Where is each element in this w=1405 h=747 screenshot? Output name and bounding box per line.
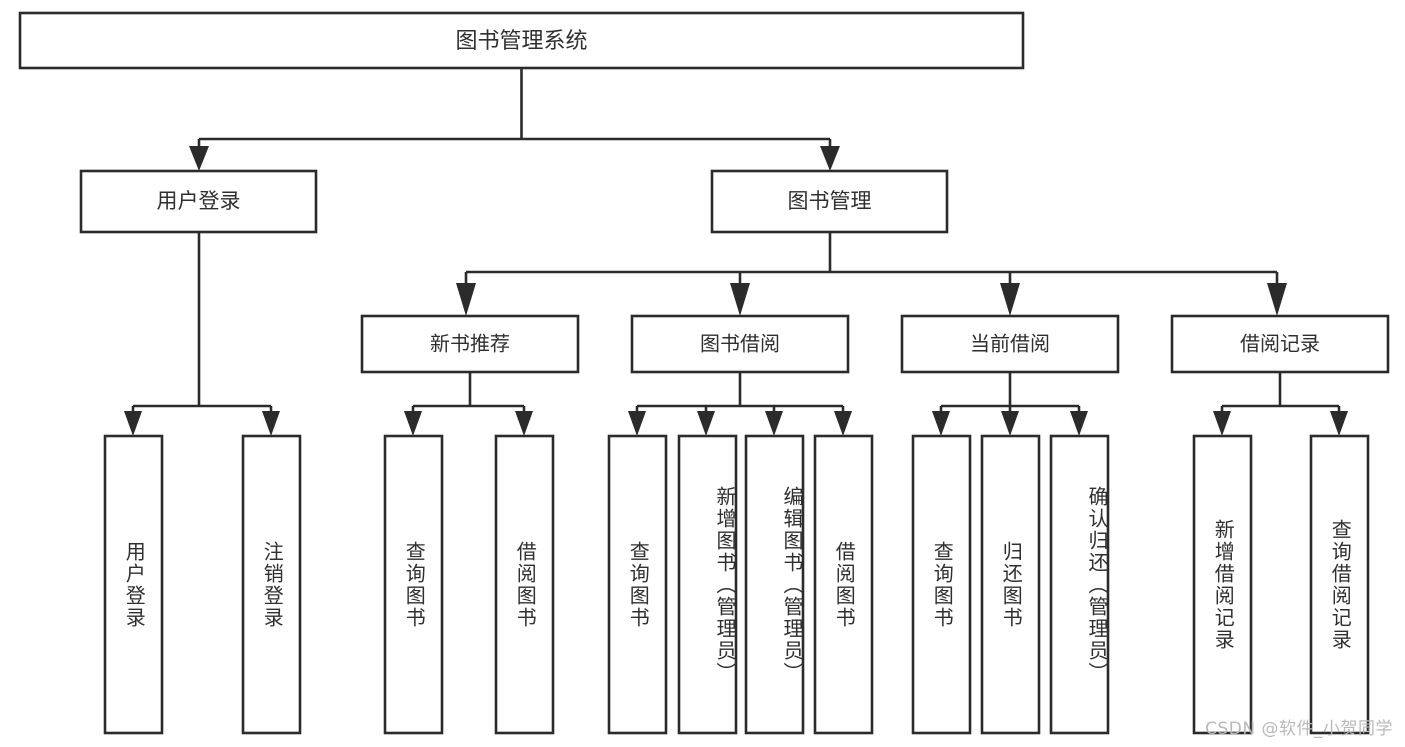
arrow-head-leaf-edit-book — [765, 411, 783, 436]
node-box-leaf-return-book[interactable] — [980, 434, 1041, 735]
node-label-root: 图书管理系统 — [455, 29, 587, 54]
arrow-head-borrow-record — [1267, 283, 1287, 316]
node-box-current-borrow[interactable] — [900, 314, 1120, 374]
arrow-head-user-login — [189, 146, 209, 171]
connector-borrow-record-to-leaves — [1213, 372, 1348, 436]
arrow-head-book-management — [820, 146, 840, 171]
node-box-book-management[interactable] — [710, 169, 949, 234]
connector-book-management-to-level3 — [456, 232, 1287, 316]
node-label-book-borrow: 图书借阅 — [700, 332, 780, 356]
node-label-book-management: 图书管理 — [788, 189, 872, 213]
connector-current-borrow-to-leaves — [932, 372, 1088, 436]
arrow-head-leaf-user-login — [124, 411, 142, 436]
node-box-root[interactable] — [18, 11, 1025, 70]
node-box-leaf-edit-book[interactable] — [744, 434, 805, 735]
arrow-head-leaf-borrow-book-1 — [515, 411, 533, 436]
arrow-head-current-borrow — [1000, 283, 1020, 316]
arrow-head-book-borrow — [730, 283, 750, 316]
connector-book-borrow-to-leaves — [628, 372, 852, 436]
node-box-leaf-confirm-return[interactable] — [1049, 434, 1110, 735]
arrow-head-leaf-query-book-2 — [628, 411, 646, 436]
connector-user-login-to-leaves — [124, 232, 280, 436]
arrow-head-leaf-confirm-return — [1070, 411, 1088, 436]
arrow-head-leaf-return-book — [1001, 411, 1019, 436]
node-box-leaf-user-login[interactable] — [103, 434, 164, 735]
node-box-borrow-record[interactable] — [1170, 314, 1390, 374]
node-box-leaf-add-book[interactable] — [677, 434, 738, 735]
node-label-user-login: 用户登录 — [157, 189, 241, 213]
node-box-new-book-recommend[interactable] — [360, 314, 580, 374]
arrow-head-leaf-add-book — [697, 411, 715, 436]
arrow-head-leaf-query-book-1 — [404, 411, 422, 436]
node-box-leaf-logout-login[interactable] — [241, 434, 302, 735]
node-box-leaf-borrow-book-2[interactable] — [813, 434, 874, 735]
node-box-leaf-query-book-2[interactable] — [607, 434, 668, 735]
node-label-new-book-recommend: 新书推荐 — [430, 332, 510, 356]
node-box-leaf-query-record[interactable] — [1309, 434, 1370, 735]
arrow-head-leaf-borrow-book-2 — [834, 411, 852, 436]
arrow-head-leaf-add-record — [1213, 411, 1231, 436]
arrow-head-leaf-logout-login — [262, 411, 280, 436]
node-label-borrow-record: 借阅记录 — [1240, 332, 1320, 356]
connector-root-to-level2 — [189, 68, 840, 171]
connector-new-book-recommend-to-leaves — [404, 372, 533, 436]
node-box-leaf-add-record[interactable] — [1192, 434, 1253, 735]
node-box-leaf-query-book-3[interactable] — [911, 434, 972, 735]
watermark-label: CSDN @软件_小贺同学 — [1205, 719, 1393, 739]
node-box-leaf-query-book-1[interactable] — [383, 434, 444, 735]
node-box-book-borrow[interactable] — [630, 314, 850, 374]
arrow-head-new-book-recommend — [456, 283, 476, 316]
node-box-leaf-borrow-book-1[interactable] — [494, 434, 555, 735]
arrow-head-leaf-query-record — [1330, 411, 1348, 436]
node-box-user-login[interactable] — [79, 169, 318, 234]
arrow-head-leaf-query-book-3 — [932, 411, 950, 436]
node-label-current-borrow: 当前借阅 — [970, 332, 1050, 356]
